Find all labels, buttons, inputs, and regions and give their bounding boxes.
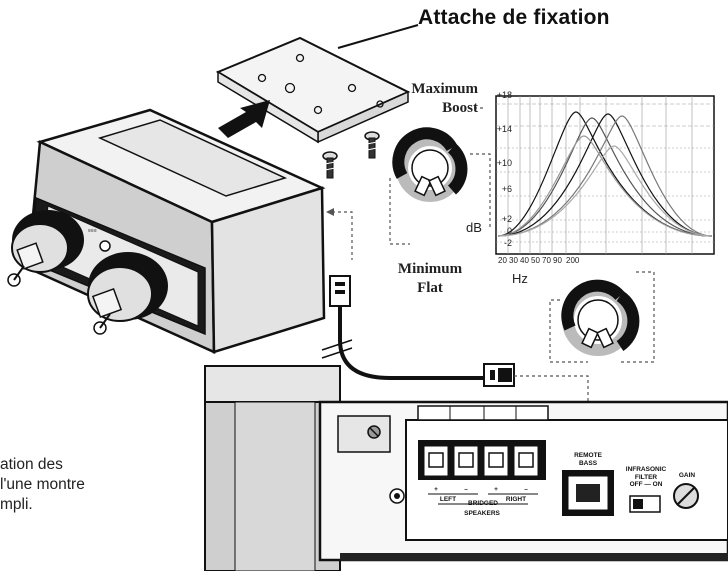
speaker-terminals: [418, 440, 546, 505]
cable-connector-bottom: [483, 363, 515, 387]
minus-right: –: [524, 486, 528, 493]
response-curve: [497, 117, 713, 237]
install-arrow: [218, 100, 270, 138]
response-curve: [497, 111, 713, 237]
response-curve: [497, 145, 713, 237]
db-unit-label: dB: [466, 220, 482, 235]
y-tick: +10: [496, 158, 512, 168]
y-tick: +6: [501, 184, 512, 194]
y-axis-labels: +18 +14 +10 +6 +2 0 -2: [492, 90, 512, 260]
y-tick: +18: [496, 90, 512, 100]
plus-left: +: [434, 486, 438, 493]
max-boost-label: Maximum Boost: [411, 81, 478, 116]
x-tick: 90: [553, 256, 562, 265]
gain-label: GAIN: [678, 472, 696, 479]
right-channel-label: RIGHT: [505, 496, 527, 503]
response-curve: [497, 115, 713, 237]
bridged-label: BRIDGED: [468, 500, 498, 507]
x-tick: 40: [520, 256, 529, 265]
minus-left: –: [464, 486, 468, 493]
remote-bass-label: REMOTE BASS: [574, 452, 602, 467]
title-leader-line: [337, 24, 419, 49]
gain-knob: [673, 483, 699, 509]
y-tick: +14: [496, 124, 512, 134]
remote-bass-jack: [562, 470, 614, 516]
x-axis-labels: 20 30 40 50 70 90 200: [498, 256, 648, 268]
infrasonic-filter-label: INFRASONIC FILTER OFF — ON: [625, 466, 667, 488]
bracket-title: Attache de fixation: [418, 6, 610, 29]
x-tick: 20: [498, 256, 507, 265]
y-tick: -2: [503, 238, 512, 248]
screw-right: [364, 131, 380, 159]
x-tick: 70: [542, 256, 551, 265]
caption-line: ation des: [0, 456, 63, 473]
y-tick: +2: [501, 214, 512, 224]
knob-right: [87, 252, 168, 335]
min-flat-label: Minimum Flat: [397, 261, 463, 296]
caption-text: ation des l'une montre mpli.: [0, 455, 85, 515]
response-curve: [497, 113, 713, 237]
eq-graph: [495, 95, 715, 255]
x-tick: 30: [509, 256, 518, 265]
plus-right: +: [494, 486, 498, 493]
hz-unit-label: Hz: [512, 271, 528, 286]
frequency-dial: [549, 271, 655, 363]
x-tick: 200: [566, 256, 580, 265]
y-tick: 0: [506, 226, 512, 236]
caption-line: mpli.: [0, 496, 33, 513]
x-tick: 50: [531, 256, 540, 265]
left-channel-label: LEFT: [439, 496, 457, 503]
screw-left: [322, 151, 338, 179]
response-curve: [497, 135, 713, 237]
cable-connector-top: [321, 275, 488, 380]
caption-line: l'une montre: [0, 476, 85, 493]
infrasonic-switch: [629, 495, 661, 513]
knob-left: [7, 210, 84, 287]
svg-text:≡≡≡: ≡≡≡: [88, 228, 97, 234]
speakers-label: SPEAKERS: [464, 510, 500, 517]
boost-dial: [389, 107, 491, 245]
